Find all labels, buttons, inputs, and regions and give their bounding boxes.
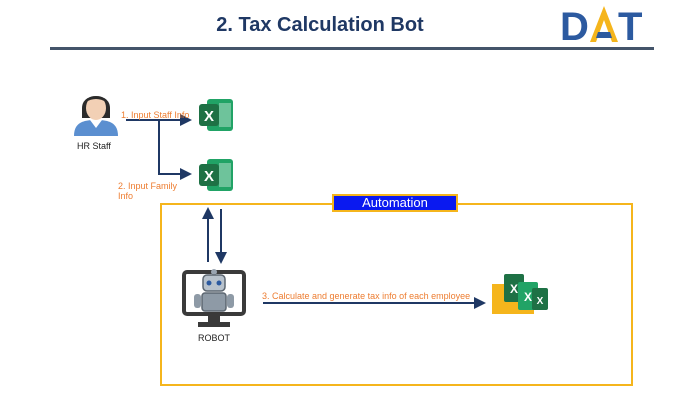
svg-text:X: X [524,290,532,304]
robot-monitor-icon [182,269,246,327]
excel-icon: X [199,159,233,191]
hr-staff-person-icon [74,96,118,136]
step2-label-line2: Info [118,191,134,201]
step3-label: 3. Calculate and generate tax info of ea… [262,291,471,301]
step2-label-line1: 2. Input Family [118,181,178,191]
excel-icon: X [199,99,233,131]
svg-text:X: X [510,282,518,296]
title-underline [50,47,654,50]
svg-text:D: D [560,5,589,44]
excel-folder-icon: X X X [492,274,548,314]
arrow-input-family [158,120,192,180]
step1-label: 1. Input Staff Info [121,110,190,120]
dat-logo: D T [560,5,642,44]
automation-label: Automation [332,194,458,212]
svg-text:T: T [618,5,642,44]
hr-staff-label: HR Staff [77,141,111,151]
robot-label: ROBOT [198,333,231,343]
page-title: 2. Tax Calculation Bot [216,14,424,36]
svg-text:X: X [204,108,214,125]
svg-text:X: X [204,168,214,185]
svg-text:X: X [537,296,544,307]
